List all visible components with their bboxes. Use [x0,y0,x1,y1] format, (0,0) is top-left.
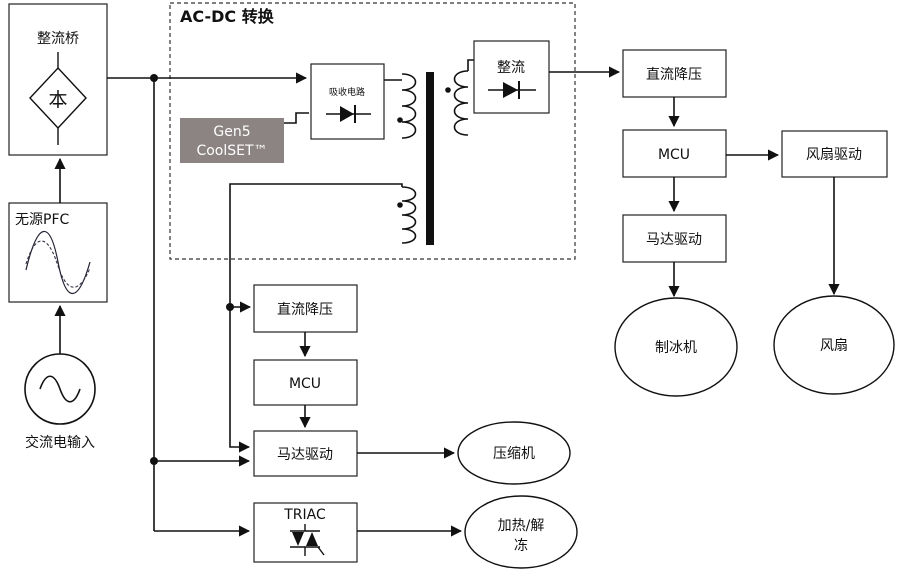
ac-sine-icon [39,375,81,403]
ac-dc-title: AC-DC 转换 [180,7,275,26]
coolset-line1: Gen5 [213,124,250,140]
transformer-core [426,72,434,245]
heat-defrost-line2: 冻 [514,537,528,554]
absorber-label: 吸收电路 [329,86,365,98]
triac-label: TRIAC [283,507,326,523]
passive-pfc-box [8,202,108,303]
coolset-line2: CoolSET™ [196,143,267,159]
buck-right-box [622,49,727,98]
rectify-box [473,40,550,114]
triac-symbol-icon [290,524,325,556]
ac-dc-region [169,2,576,260]
mcu-right-label: MCU [658,147,690,163]
passive-pfc-label: 无源PFC [15,212,69,228]
transformer-aux-coil-icon [397,186,417,244]
compressor-ellipse [457,421,571,485]
absorber-diode-icon [326,105,371,123]
rectify-diode-icon [488,81,536,99]
buck-right-label: 直流降压 [646,66,702,83]
motor-drive-right-box [622,214,727,263]
fan-drive-label: 风扇驱动 [806,147,862,163]
rectifier-bridge-box [8,3,108,156]
rectify-label: 整流 [497,60,525,76]
compressor-label: 压缩机 [493,446,535,462]
ice-maker-label: 制冰机 [655,340,697,356]
mcu-right-box [622,129,727,178]
motor-drive-right-label: 马达驱动 [646,232,702,248]
buck-left-label: 直流降压 [277,301,333,318]
fan-drive-box [781,130,888,178]
transformer-secondary-coil-icon [445,70,469,136]
pfc-waveform-icon [25,230,91,295]
fan-label: 风扇 [820,338,848,354]
heat-defrost-ellipse [464,495,578,569]
ice-maker-ellipse [614,297,738,397]
fan-ellipse [773,295,895,395]
bridge-symbol: 本 [48,89,67,111]
wire-coolset-to-absorber [284,112,309,124]
transformer-primary-coil-icon [397,73,417,139]
wire-aux-feed [229,183,403,453]
motor-drive-left-label: 马达驱动 [277,447,333,463]
mcu-left-label: MCU [289,376,321,392]
heat-defrost-line1: 加热/解 [498,518,545,534]
rectifier-bridge-label: 整流桥 [37,31,79,47]
absorber-box [310,63,385,140]
wire-secondary-to-rectify [467,59,474,71]
coolset-block [180,118,284,163]
motor-drive-left-box [253,430,358,477]
ac-input-label: 交流电输入 [25,434,95,451]
